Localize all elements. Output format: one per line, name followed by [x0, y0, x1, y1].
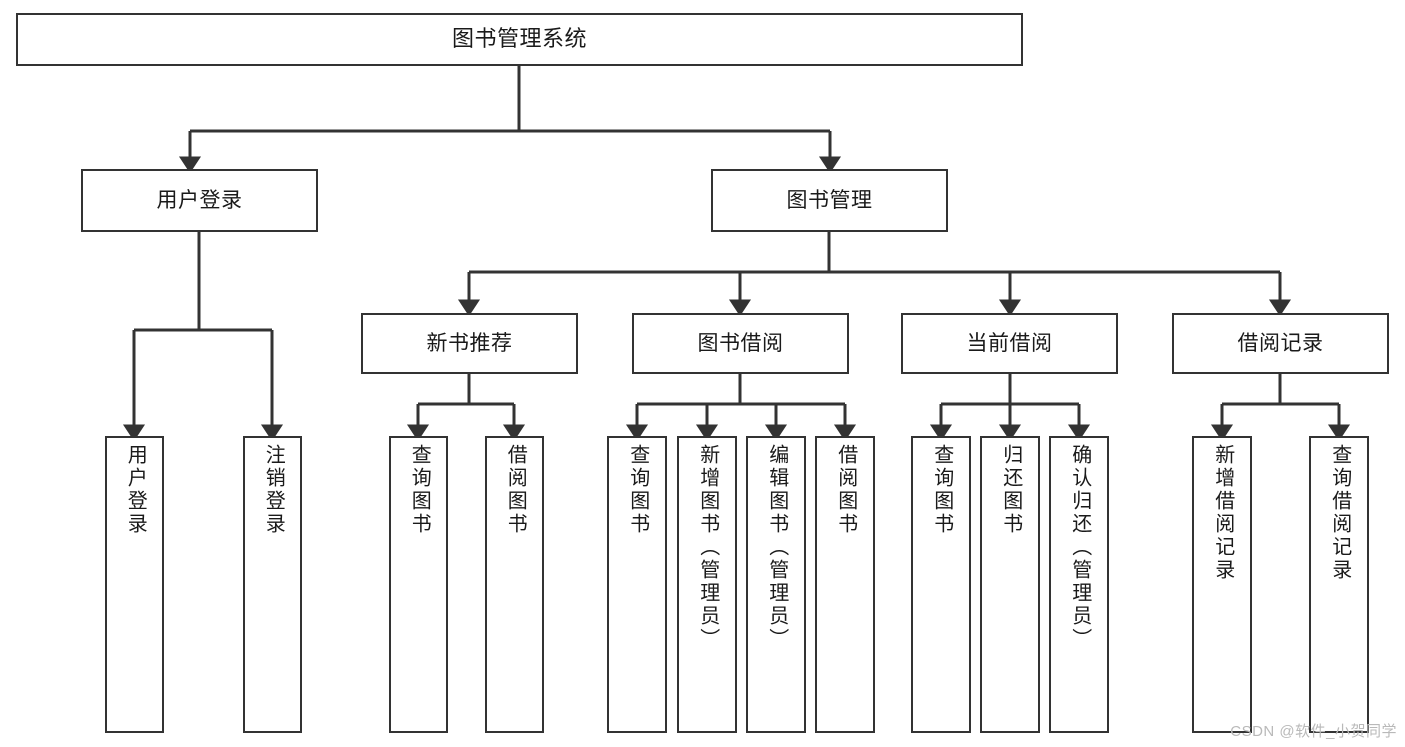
node-label: 新增借阅记录 [1211, 444, 1234, 582]
node-book-management[interactable]: 图书管理 [711, 169, 948, 232]
node-user-login[interactable]: 用户登录 [81, 169, 318, 232]
node-label: 新书推荐 [426, 331, 513, 355]
leaf-book-borrow-borrow-book[interactable]: 借阅图书 [815, 436, 875, 733]
leaf-borrow-record-add-record[interactable]: 新增借阅记录 [1192, 436, 1252, 733]
node-label: 查询图书 [408, 444, 431, 536]
node-label: 图书借阅 [697, 331, 784, 355]
node-label: 注销登录 [262, 444, 285, 536]
node-label: 查询借阅记录 [1328, 444, 1351, 582]
node-label: 查询图书 [626, 444, 649, 536]
node-label: 确认归还（管理员） [1068, 444, 1091, 651]
leaf-book-borrow-add-book-admin[interactable]: 新增图书（管理员） [677, 436, 737, 733]
node-label: 用户登录 [124, 444, 147, 536]
leaf-user-login-login[interactable]: 用户登录 [105, 436, 164, 733]
node-borrow-record[interactable]: 借阅记录 [1172, 313, 1389, 374]
leaf-new-book-borrow-book[interactable]: 借阅图书 [485, 436, 544, 733]
node-label: 新增图书（管理员） [696, 444, 719, 651]
leaf-book-borrow-edit-book-admin[interactable]: 编辑图书（管理员） [746, 436, 806, 733]
node-label: 图书管理 [786, 188, 873, 212]
node-label: 图书管理系统 [451, 26, 587, 52]
leaf-user-login-logout[interactable]: 注销登录 [243, 436, 302, 733]
node-label: 借阅图书 [504, 444, 527, 536]
node-label: 借阅记录 [1237, 331, 1324, 355]
leaf-current-borrow-return-book[interactable]: 归还图书 [980, 436, 1040, 733]
node-label: 借阅图书 [834, 444, 857, 536]
node-label: 用户登录 [156, 188, 243, 212]
leaf-new-book-query-book[interactable]: 查询图书 [389, 436, 448, 733]
node-book-borrow[interactable]: 图书借阅 [632, 313, 849, 374]
node-label: 当前借阅 [966, 331, 1053, 355]
node-current-borrow[interactable]: 当前借阅 [901, 313, 1118, 374]
node-new-book-recommend[interactable]: 新书推荐 [361, 313, 578, 374]
leaf-current-borrow-query-book[interactable]: 查询图书 [911, 436, 971, 733]
csdn-watermark: CSDN @软件_小贺同学 [1230, 723, 1397, 740]
node-label: 查询图书 [930, 444, 953, 536]
leaf-borrow-record-query-record[interactable]: 查询借阅记录 [1309, 436, 1369, 733]
node-root-book-management-system[interactable]: 图书管理系统 [16, 13, 1023, 66]
leaf-current-borrow-confirm-return-admin[interactable]: 确认归还（管理员） [1049, 436, 1109, 733]
node-label: 编辑图书（管理员） [765, 444, 788, 651]
node-label: 归还图书 [999, 444, 1022, 536]
leaf-book-borrow-query-book[interactable]: 查询图书 [607, 436, 667, 733]
